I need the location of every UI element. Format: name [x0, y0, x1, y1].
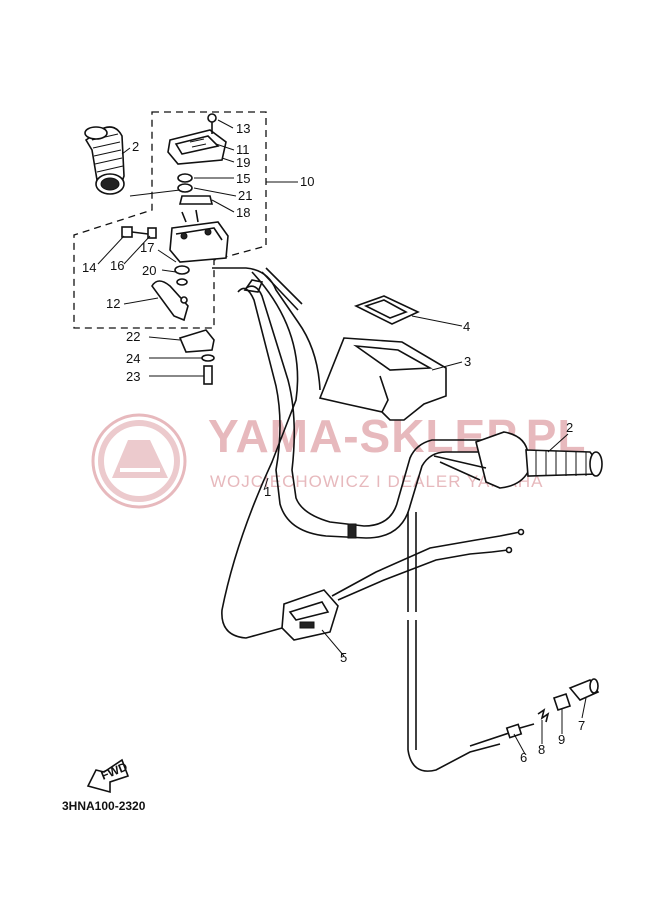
- fwd-arrow-icon: FWD: [86, 758, 130, 794]
- cable-adjuster-6: [469, 723, 535, 747]
- callout-10: 10: [300, 174, 314, 189]
- switch-wires: [331, 528, 525, 601]
- callout-21: 21: [238, 188, 252, 203]
- callout-19: 19: [236, 155, 250, 170]
- callout-23: 23: [126, 369, 140, 384]
- callout-18: 18: [236, 205, 250, 220]
- right-grip: [525, 449, 603, 477]
- brake-cable: [407, 512, 501, 772]
- throttle-cable: [212, 267, 321, 639]
- callout-15: 15: [236, 171, 250, 186]
- callout-6: 6: [520, 750, 527, 765]
- bracket-22: [178, 329, 215, 353]
- cover-gasket: [353, 295, 420, 325]
- callout-9: 9: [558, 732, 565, 747]
- callout-labels: 1 2 2 3 4 5 6 7 8 9 10 11 12 13 14 15 16…: [82, 121, 585, 765]
- lever-12: [151, 280, 189, 322]
- bolt-14: [121, 226, 157, 239]
- callout-22: 22: [126, 329, 140, 344]
- screw-13: [207, 113, 217, 134]
- clamp-20: [174, 265, 190, 286]
- left-grip: [84, 126, 125, 195]
- switch-assembly-boundary: [73, 111, 267, 329]
- watermark-logo: [91, 413, 187, 509]
- callout-7: 7: [578, 718, 585, 733]
- switch-cover: [167, 129, 227, 165]
- callout-1: 1: [264, 484, 271, 499]
- leader-lines: [97, 119, 587, 755]
- callout-13: 13: [236, 121, 250, 136]
- spring-8: [537, 708, 550, 723]
- callout-24: 24: [126, 351, 140, 366]
- handlebar-cover: [318, 337, 447, 421]
- callout-2-left: 2: [132, 139, 139, 154]
- fasteners-23-24: [201, 354, 215, 385]
- washers-15-21: [177, 173, 214, 205]
- callout-5: 5: [340, 650, 347, 665]
- boot-9: [552, 692, 572, 712]
- callout-4: 4: [463, 319, 470, 334]
- callout-14: 14: [82, 260, 96, 275]
- callout-11: 11: [236, 142, 250, 157]
- callout-17: 17: [140, 240, 154, 255]
- callout-2-right: 2: [566, 420, 573, 435]
- switch-housing: [169, 209, 229, 263]
- callout-3: 3: [464, 354, 471, 369]
- callout-16: 16: [110, 258, 124, 273]
- handlebar: [237, 285, 486, 539]
- callout-8: 8: [538, 742, 545, 757]
- connector-5: [281, 589, 339, 641]
- boot-7: [568, 678, 600, 701]
- callout-20: 20: [142, 263, 156, 278]
- callout-12: 12: [106, 296, 120, 311]
- part-code: 3HNA100-2320: [62, 799, 146, 813]
